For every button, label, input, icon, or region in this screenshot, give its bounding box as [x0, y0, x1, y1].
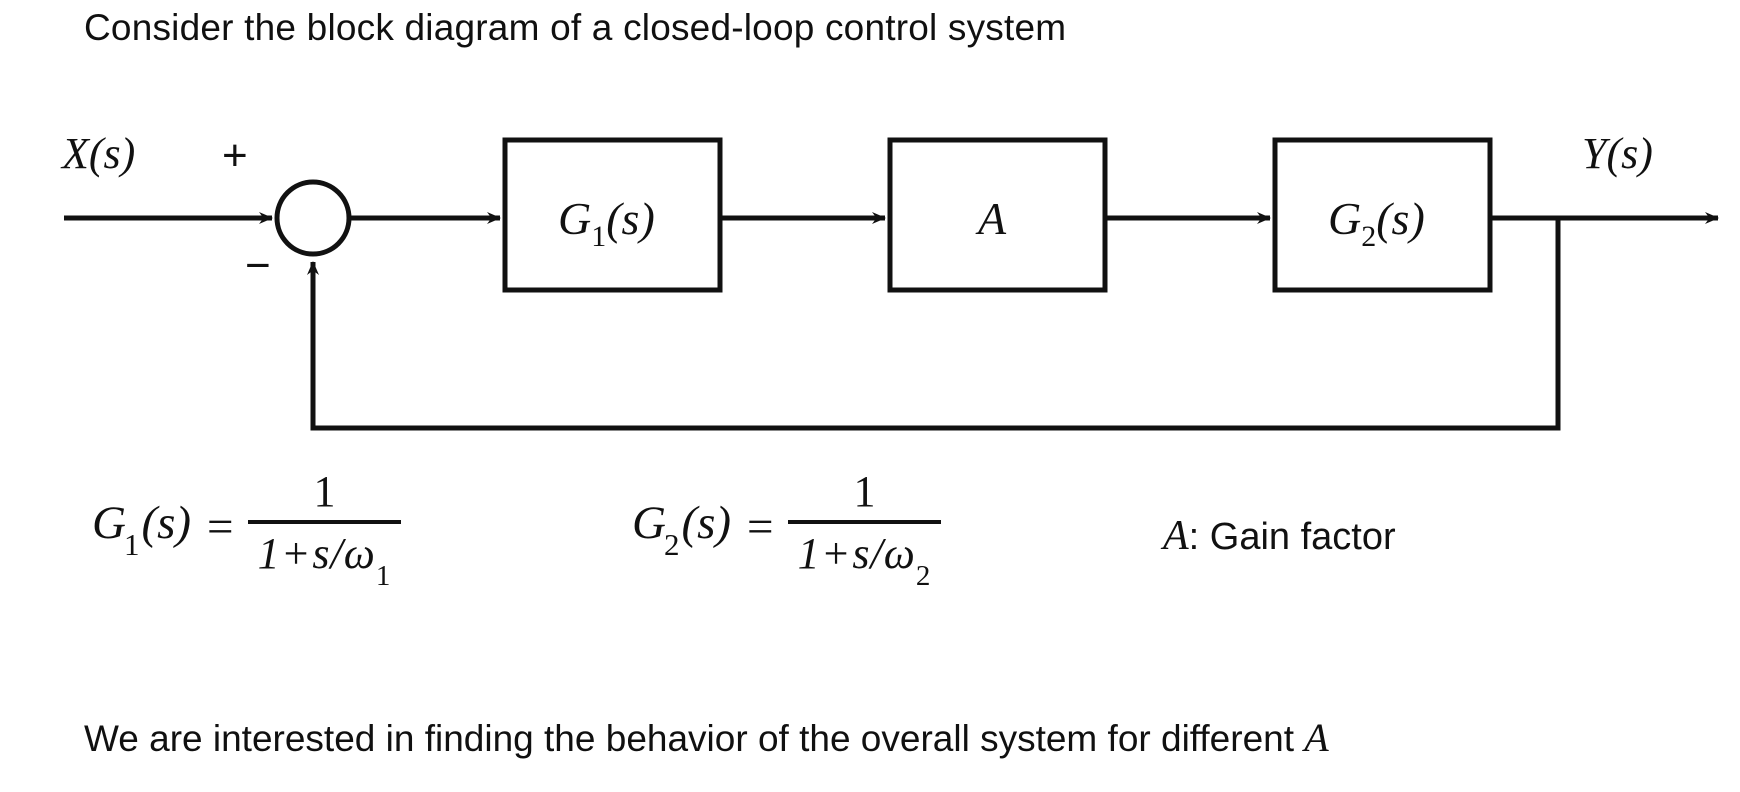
label-input-signal: X(s) — [60, 129, 135, 178]
fraction-bar — [787, 520, 942, 524]
label-minus-sign: − — [245, 241, 271, 290]
formula-g1-denominator: 1+s/ω1 — [257, 529, 392, 592]
formula-g2-numerator: 1 — [853, 467, 876, 516]
block-g1-label: G1(s) — [558, 193, 655, 253]
formula-g2-denominator: 1+s/ω2 — [797, 529, 932, 592]
fraction-bar — [247, 520, 402, 524]
formula-g2-fraction: 1 1+s/ω2 — [787, 467, 942, 592]
formula-g2-lhs: G2(s) — [632, 497, 732, 562]
label-output-signal: Y(s) — [1582, 129, 1653, 178]
summing-junction-circle — [274, 179, 352, 257]
block-g1 — [502, 137, 723, 293]
formula-g1: G1(s) = 1 1+s/ω1 — [92, 467, 402, 592]
footer-text: We are interested in finding the behavio… — [84, 718, 1305, 759]
formula-g1-equals: = — [207, 500, 234, 553]
formula-g2: G2(s) = 1 1+s/ω2 — [632, 467, 942, 592]
footer-sentence: We are interested in finding the behavio… — [84, 714, 1329, 763]
formula-g1-numerator: 1 — [313, 467, 336, 516]
formula-row: G1(s) = 1 1+s/ω1 G2(s) = 1 1+s/ω2 A: Gai… — [0, 470, 1740, 610]
label-plus-sign: + — [222, 131, 248, 180]
block-a — [887, 137, 1108, 293]
block-g2 — [1272, 137, 1493, 293]
wire-feedback — [307, 218, 1561, 431]
block-g2-label: G2(s) — [1328, 193, 1425, 253]
page-title: Consider the block diagram of a closed-l… — [84, 7, 1067, 48]
formula-g1-lhs: G1(s) — [92, 497, 192, 562]
gain-description: : Gain factor — [1188, 516, 1396, 558]
gain-factor-note: A: Gain factor — [1163, 512, 1396, 560]
footer-variable: A — [1304, 715, 1329, 760]
block-diagram: X(s) Y(s) + − G1(s) A G2(s) — [0, 110, 1740, 460]
formula-g1-fraction: 1 1+s/ω1 — [247, 467, 402, 592]
formula-g2-equals: = — [747, 500, 774, 553]
gain-variable: A — [1163, 513, 1189, 559]
block-a-label: A — [975, 193, 1007, 244]
